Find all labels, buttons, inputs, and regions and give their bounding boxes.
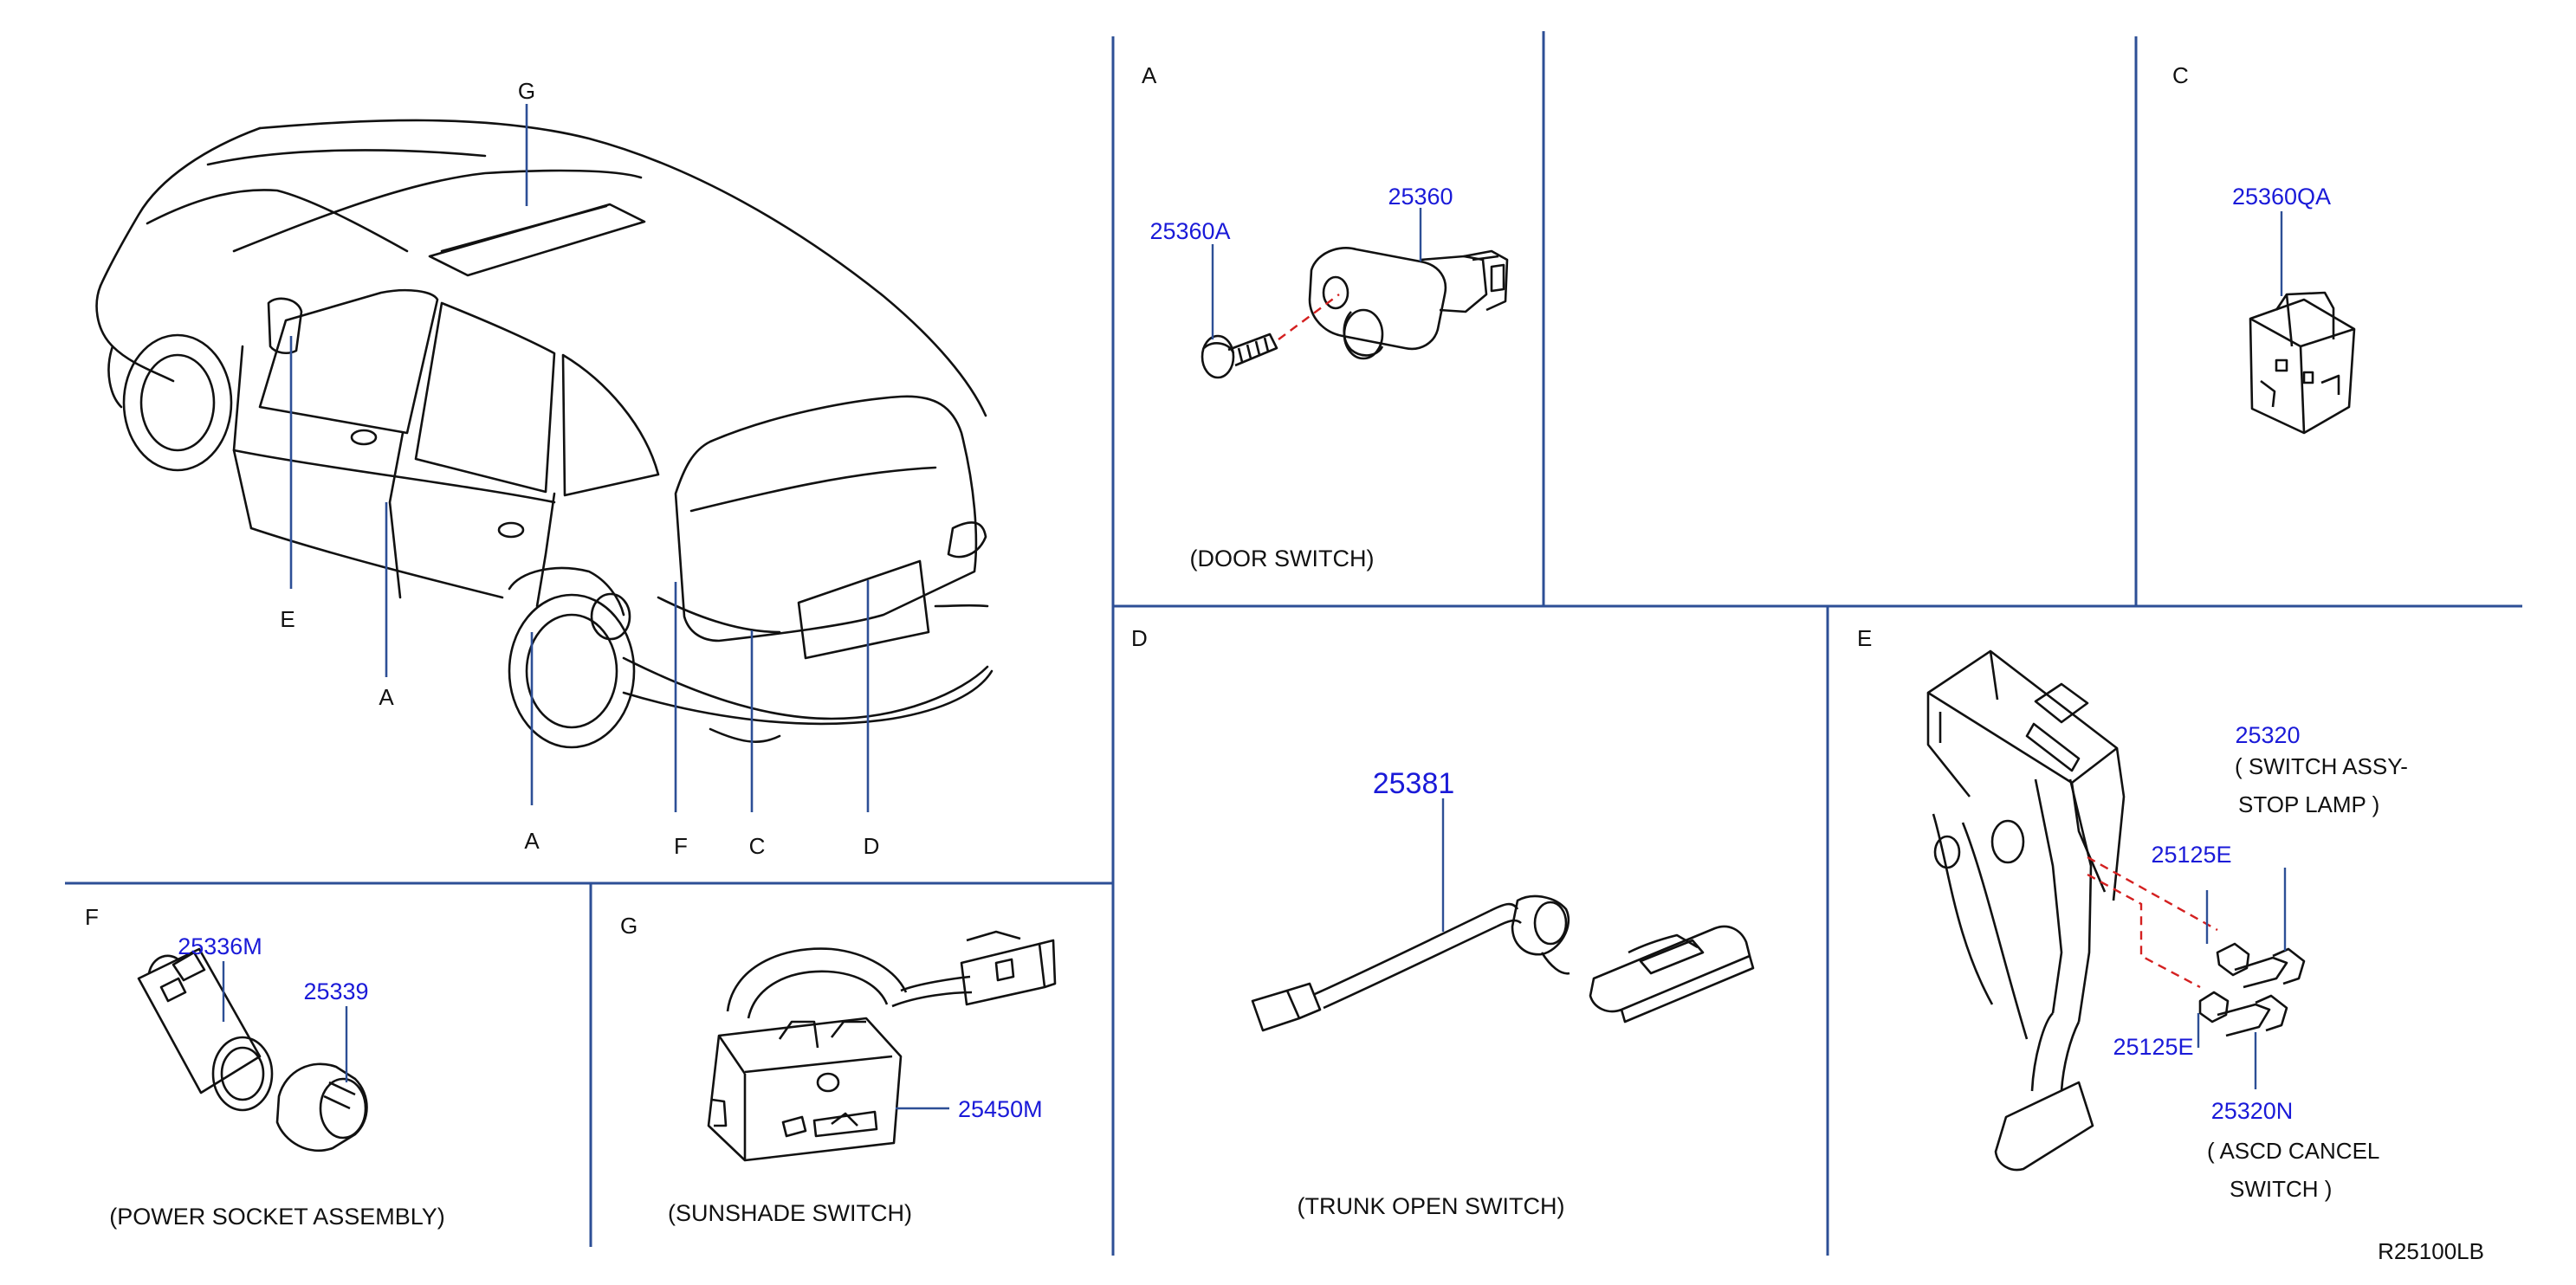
vehicle-illustration	[95, 119, 994, 749]
sunshade-switch-caption: (SUNSHADE SWITCH)	[668, 1200, 912, 1226]
part-25320n: 25320N	[2211, 1098, 2294, 1124]
section-e-letter: E	[1857, 625, 1872, 651]
part-25339: 25339	[303, 978, 368, 1004]
part-25125e-lower: 25125E	[2113, 1034, 2193, 1060]
section-d-letter: D	[1131, 625, 1148, 651]
part-25360a: 25360A	[1149, 218, 1230, 244]
part-25360: 25360	[1388, 184, 1453, 210]
section-f-letter: F	[85, 904, 99, 930]
part-25320-desc-2: STOP LAMP )	[2238, 791, 2379, 817]
callout-d: D	[864, 833, 880, 859]
callout-f: F	[674, 833, 688, 859]
door-switch-drawing	[1201, 247, 1509, 379]
part-25125e-upper: 25125E	[2151, 842, 2231, 868]
sunshade-switch-drawing	[707, 930, 1057, 1162]
part-25320-desc-1: ( SWITCH ASSY-	[2235, 753, 2408, 779]
pedal-guide-lines	[2087, 856, 2218, 989]
trunk-switch-drawing	[1251, 894, 1755, 1032]
vehicle-callout-leaders	[289, 104, 870, 812]
part-25360qa: 25360QA	[2232, 184, 2331, 210]
pedal-assembly-drawing	[1926, 649, 2306, 1172]
door-switch-guide-line	[1278, 294, 1340, 340]
door-switch-leaders	[1211, 208, 1422, 339]
trunk-switch-caption: (TRUNK OPEN SWITCH)	[1298, 1193, 1565, 1219]
callout-g: G	[518, 78, 535, 104]
door-switch-caption: (DOOR SWITCH)	[1190, 546, 1375, 571]
section-c-letter: C	[2172, 62, 2189, 88]
callout-a-front: A	[379, 684, 394, 710]
power-socket-drawing	[137, 947, 368, 1153]
part-25336m: 25336M	[178, 933, 262, 959]
part-25450m: 25450M	[958, 1096, 1043, 1122]
part-25320n-desc-2: SWITCH )	[2230, 1176, 2332, 1202]
panel-dividers	[65, 31, 2522, 1256]
callout-e: E	[280, 606, 294, 632]
tailgate-switch-drawing	[2249, 291, 2356, 435]
drawing-code: R25100LB	[2378, 1238, 2484, 1264]
pedal-leaders	[2197, 868, 2287, 1089]
part-25381: 25381	[1373, 767, 1455, 800]
callout-c: C	[749, 833, 766, 859]
power-socket-leaders	[222, 961, 348, 1082]
section-g-letter: G	[620, 913, 638, 939]
part-25320: 25320	[2235, 722, 2300, 748]
part-25320n-desc-1: ( ASCD CANCEL	[2207, 1138, 2379, 1164]
power-socket-caption: (POWER SOCKET ASSEMBLY)	[109, 1204, 445, 1230]
section-a-letter: A	[1142, 62, 1157, 88]
callout-a-rear: A	[524, 828, 540, 854]
